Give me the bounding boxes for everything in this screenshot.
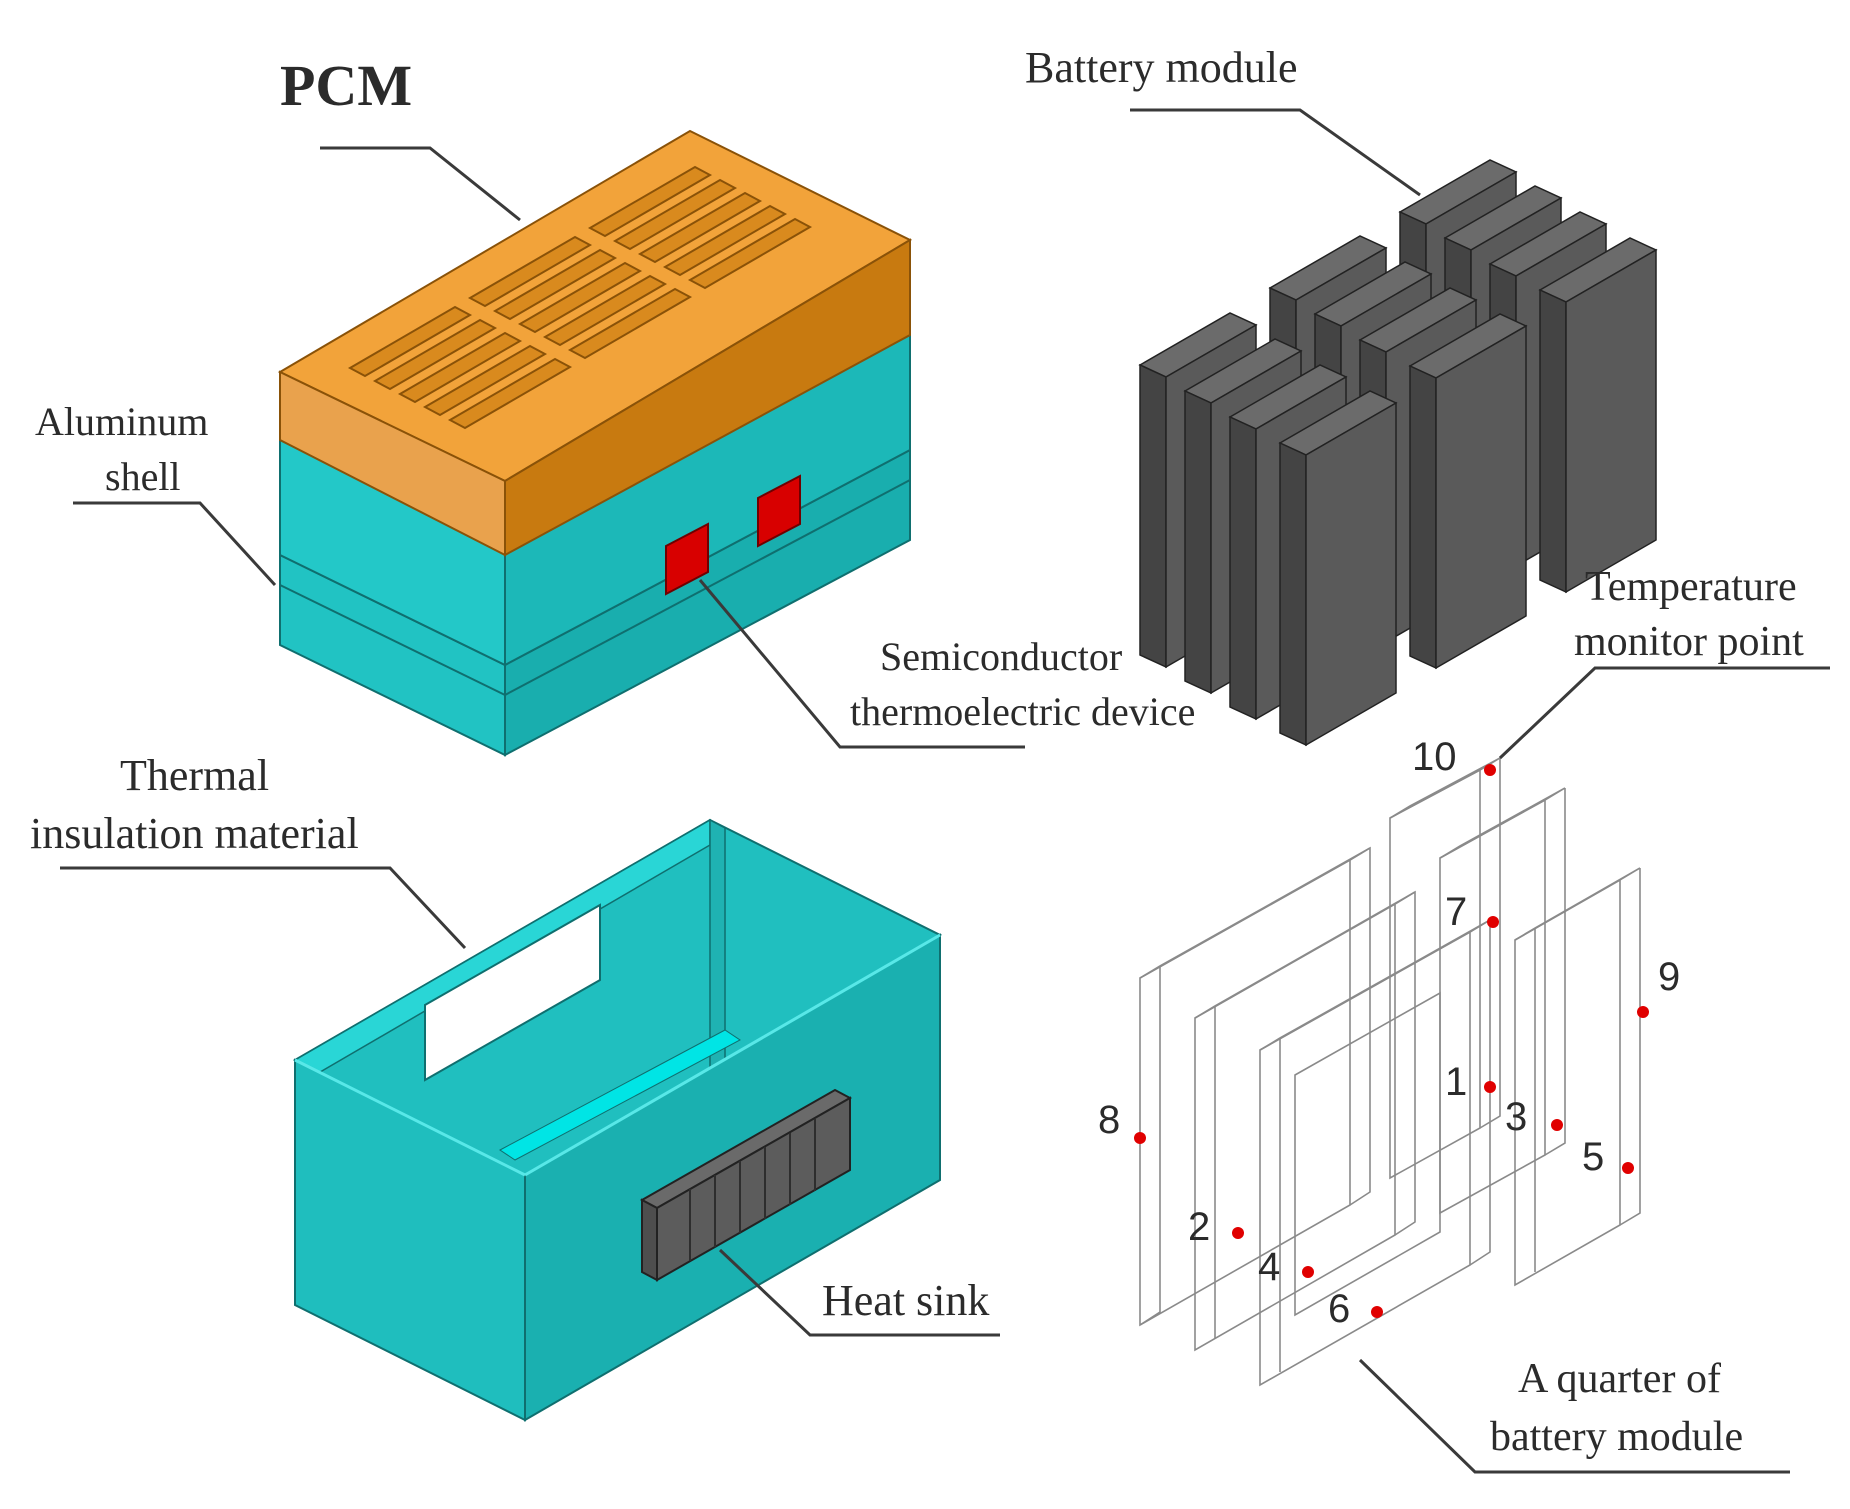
quarter-battery-module: 1 2 3 4 5 6 7 8 9 10 Temperature monitor…: [1098, 564, 1830, 1474]
quarter-module-label-line1: A quarter of: [1518, 1356, 1721, 1402]
monitor-dot-3: [1551, 1119, 1563, 1131]
quarter-wireframe: [1139, 757, 1641, 1387]
monitor-dot-7: [1487, 916, 1499, 928]
monitor-label-7: 7: [1445, 890, 1467, 934]
thermal-insulation-label-line1: Thermal: [120, 751, 269, 800]
monitor-dot-10: [1484, 764, 1496, 776]
monitor-dot-9: [1637, 1006, 1649, 1018]
aluminum-shell-label-line2: shell: [105, 454, 181, 499]
semiconductor-label-line1: Semiconductor: [880, 634, 1122, 679]
monitor-dot-4: [1302, 1266, 1314, 1278]
semiconductor-label-line2: thermoelectric device: [850, 689, 1195, 734]
insulation-window: [424, 903, 601, 1082]
quarter-module-label-line2: battery module: [1490, 1414, 1743, 1460]
pcm-aluminum-assembly: Aluminum shell PCM Semiconductor thermoe…: [35, 53, 1195, 757]
pcm-slots: [347, 165, 813, 430]
pcm-label: PCM: [280, 53, 412, 118]
battery-cell: [1278, 390, 1398, 747]
monitor-label-6: 6: [1328, 1287, 1350, 1331]
monitor-dot-8: [1134, 1132, 1146, 1144]
monitor-label-1: 1: [1445, 1060, 1467, 1104]
monitor-dot-1: [1484, 1081, 1496, 1093]
battery-module: Battery module: [1025, 43, 1658, 747]
monitor-label-4: 4: [1258, 1245, 1280, 1289]
heat-sink: [639, 1088, 853, 1282]
battery-cell: [1538, 237, 1658, 594]
monitor-dot-2: [1232, 1227, 1244, 1239]
monitor-label-8: 8: [1098, 1098, 1120, 1142]
thermoelectric-device-2: [757, 474, 801, 548]
thermoelectric-device-1: [665, 522, 709, 596]
monitor-label-9: 9: [1658, 955, 1680, 999]
monitor-points: [1134, 764, 1649, 1318]
temperature-monitor-label-line1: Temperature: [1585, 564, 1797, 610]
monitor-label-10: 10: [1412, 735, 1457, 779]
thermal-insulation-box: Thermal insulation material Heat sink: [30, 751, 1000, 1422]
aluminum-shell-label-line1: Aluminum: [35, 399, 208, 444]
monitor-dot-6: [1371, 1306, 1383, 1318]
monitor-label-3: 3: [1505, 1095, 1527, 1139]
monitor-label-2: 2: [1188, 1205, 1210, 1249]
temperature-monitor-label-line2: monitor point: [1574, 619, 1804, 665]
battery-module-label: Battery module: [1025, 43, 1298, 92]
battery-cell: [1408, 313, 1528, 670]
heat-sink-label: Heat sink: [822, 1276, 989, 1325]
monitor-dot-5: [1622, 1162, 1634, 1174]
thermal-insulation-label-line2: insulation material: [30, 809, 359, 858]
pcm-side: [504, 238, 911, 557]
monitor-label-5: 5: [1582, 1135, 1604, 1179]
